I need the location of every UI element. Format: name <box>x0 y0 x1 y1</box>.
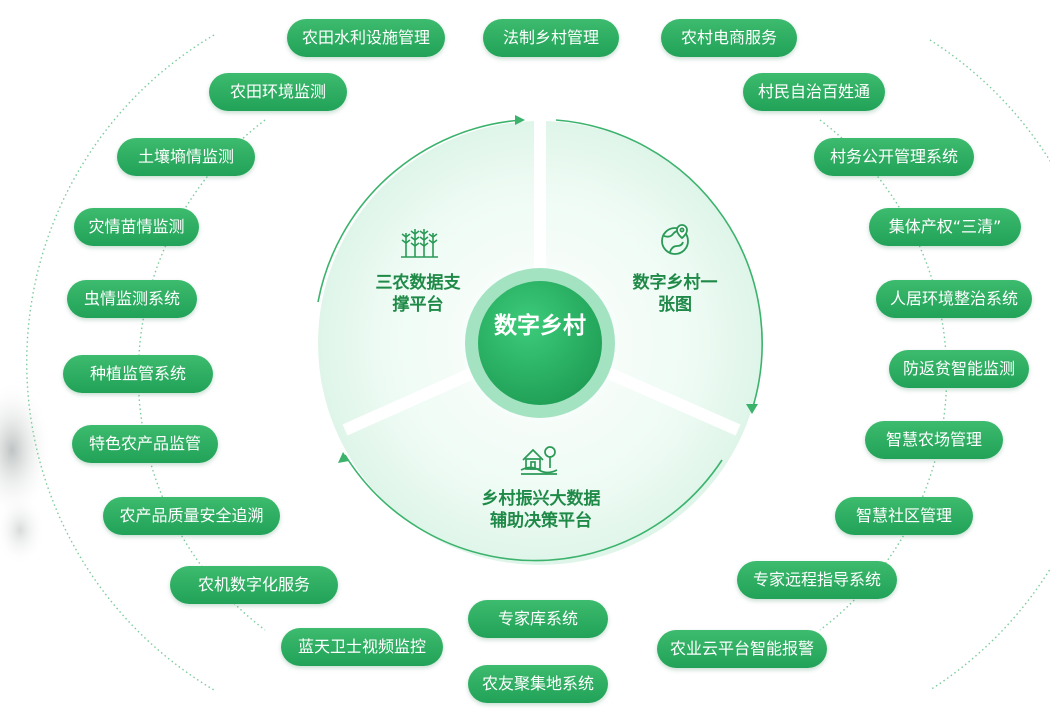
pill-right-6[interactable]: 防返贫智能监测 <box>889 350 1029 388</box>
arrow-heads <box>338 115 758 463</box>
farmhouse-icon <box>520 446 558 475</box>
mist-decoration <box>0 380 52 520</box>
pill-left-6[interactable]: 种植监管系统 <box>63 355 213 393</box>
pill-right-9[interactable]: 专家远程指导系统 <box>737 561 897 599</box>
segment-bottom-label: 乡村振兴大数据 辅助决策平台 <box>466 488 616 532</box>
pill-bottom-1[interactable]: 专家库系统 <box>468 600 608 638</box>
segment-left-label: 三农数据支 撑平台 <box>358 272 478 316</box>
pill-left-8[interactable]: 农产品质量安全追溯 <box>103 497 280 535</box>
pill-bottom-2[interactable]: 农友聚集地系统 <box>468 665 608 703</box>
pill-rule-of-law-village[interactable]: 法制乡村管理 <box>483 19 619 57</box>
wheat-icon <box>401 229 438 258</box>
outer-dotted-ring <box>26 34 1050 691</box>
pill-left-9[interactable]: 农机数字化服务 <box>170 566 338 604</box>
pill-left-10[interactable]: 蓝天卫士视频监控 <box>281 628 443 666</box>
segment-right-label: 数字乡村一 张图 <box>615 272 735 316</box>
segment-right-line1: 数字乡村一 <box>632 273 718 293</box>
pill-right-7[interactable]: 智慧农场管理 <box>865 421 1003 459</box>
segment-left-line1: 三农数据支 <box>375 273 461 293</box>
pill-left-3[interactable]: 土壤墒情监测 <box>117 138 255 176</box>
center-label: 数字乡村 <box>494 313 586 339</box>
pill-left-2[interactable]: 农田环境监测 <box>209 73 347 111</box>
pill-right-4[interactable]: 集体产权“三清” <box>869 208 1021 246</box>
segment-left-line2: 撑平台 <box>392 295 444 315</box>
mist-decoration-lower <box>0 495 45 565</box>
segment-bottom-line2: 辅助决策平台 <box>490 511 592 531</box>
pill-left-4[interactable]: 灾情苗情监测 <box>74 208 199 246</box>
pill-right-2[interactable]: 村民自治百姓通 <box>743 73 885 111</box>
globe-location-icon <box>661 224 689 255</box>
pill-right-8[interactable]: 智慧社区管理 <box>835 497 973 535</box>
center-circle <box>478 281 602 405</box>
pill-right-3[interactable]: 村务公开管理系统 <box>814 138 974 176</box>
cycle-arrows <box>317 119 763 562</box>
segment-bottom-line1: 乡村振兴大数据 <box>481 489 601 509</box>
pill-left-7[interactable]: 特色农产品监管 <box>72 425 218 463</box>
pill-left-1[interactable]: 农田水利设施管理 <box>287 19 445 57</box>
pill-left-5[interactable]: 虫情监测系统 <box>67 280 197 318</box>
pill-right-5[interactable]: 人居环境整治系统 <box>876 280 1032 318</box>
pill-right-1[interactable]: 农村电商服务 <box>661 19 797 57</box>
segment-right-line2: 张图 <box>658 295 692 315</box>
pill-right-10[interactable]: 农业云平台智能报警 <box>657 630 827 668</box>
